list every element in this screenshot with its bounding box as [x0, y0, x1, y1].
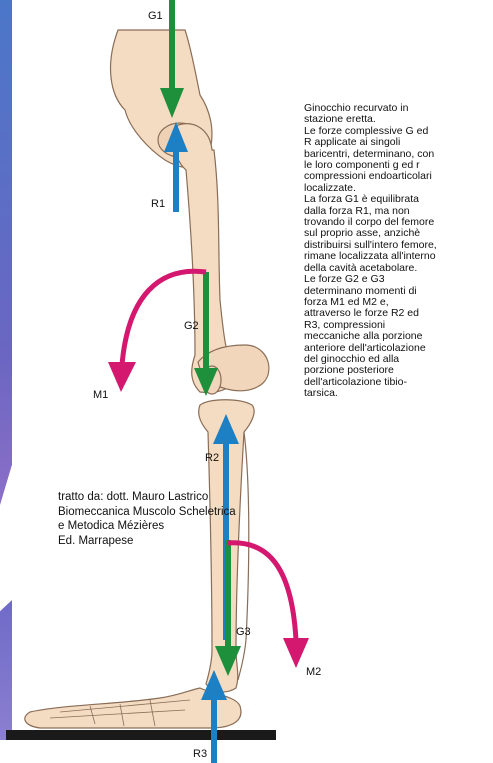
label-g3: G3	[236, 626, 251, 638]
slide-edge-bottom	[0, 600, 12, 740]
label-r1: R1	[151, 198, 166, 210]
r3-force-arrow	[201, 670, 227, 763]
label-m1: M1	[93, 389, 109, 401]
caption-line: dalla forza R1, ma non	[304, 204, 410, 217]
caption-line: dell'articolazione tibio-	[304, 375, 407, 388]
caption-line: forza M1 ed M2 e,	[304, 295, 389, 308]
caption-line: distribuirsi sull'intero femore,	[304, 238, 437, 251]
g2-force-arrow	[194, 272, 218, 396]
g1-force-arrow	[160, 0, 184, 118]
caption-line: tarsica.	[304, 387, 338, 400]
r1-force-arrow	[164, 122, 188, 212]
credit-line: Ed. Marrapese	[58, 534, 134, 547]
ground-bar	[6, 730, 276, 740]
caption-line: trovando il corpo del femore	[304, 216, 435, 229]
caption-line: localizzate.	[304, 181, 356, 194]
label-r3: R3	[193, 748, 208, 760]
caption-line: determinano momenti di	[304, 284, 417, 297]
caption-line: stazione eretta.	[304, 113, 376, 126]
m1-moment-arrow	[108, 268, 207, 392]
slide-edge-top	[0, 0, 12, 505]
caption-line: Ginocchio recurvato in	[304, 102, 409, 114]
caption-line: Le forze G2 e G3	[304, 273, 385, 286]
caption-line: anteriore dell'articolazione	[304, 341, 426, 354]
foot-bones	[24, 687, 242, 729]
label-g2: G2	[184, 320, 199, 332]
label-m2: M2	[306, 666, 322, 678]
caption-line: compressioni endoarticolari	[304, 170, 432, 183]
caption-line: attraverso le forze R2 ed	[304, 307, 419, 320]
caption-line: Le forze complessive G ed	[304, 124, 429, 137]
caption-line: sul proprio asse, anzichè	[304, 227, 421, 240]
m2-moment-arrow	[227, 540, 309, 668]
credit-line: tratto da: dott. Mauro Lastrico	[58, 491, 209, 503]
caption-line: R applicate ai singoli	[304, 136, 401, 149]
caption-line: le loro componenti g ed r	[304, 159, 420, 172]
caption-line: della cavità acetabolare.	[304, 261, 418, 274]
caption-line: meccaniche alla porzione	[304, 330, 423, 343]
fibula-outline	[237, 431, 250, 681]
caption-text: Ginocchio recurvato in stazione eretta. …	[304, 102, 489, 400]
g3-force-arrow	[215, 540, 241, 676]
label-r2: R2	[205, 452, 220, 464]
caption-line: porzione posteriore	[304, 364, 394, 377]
caption-line: del ginocchio ed alla	[304, 352, 400, 365]
caption-line: baricentri, determinano, con	[304, 147, 435, 160]
source-credit: tratto da: dott. Mauro Lastrico Biomecca…	[58, 490, 236, 548]
caption-line: R3, compressioni	[304, 318, 386, 331]
credit-line: Biomeccanica Muscolo Scheletrica	[58, 505, 236, 518]
caption-line: rimane localizzata all'interno	[304, 250, 436, 263]
caption-line: La forza G1 è equilibrata	[304, 193, 419, 206]
credit-line: e Metodica Mézières	[58, 520, 165, 532]
label-g1: G1	[148, 10, 163, 22]
